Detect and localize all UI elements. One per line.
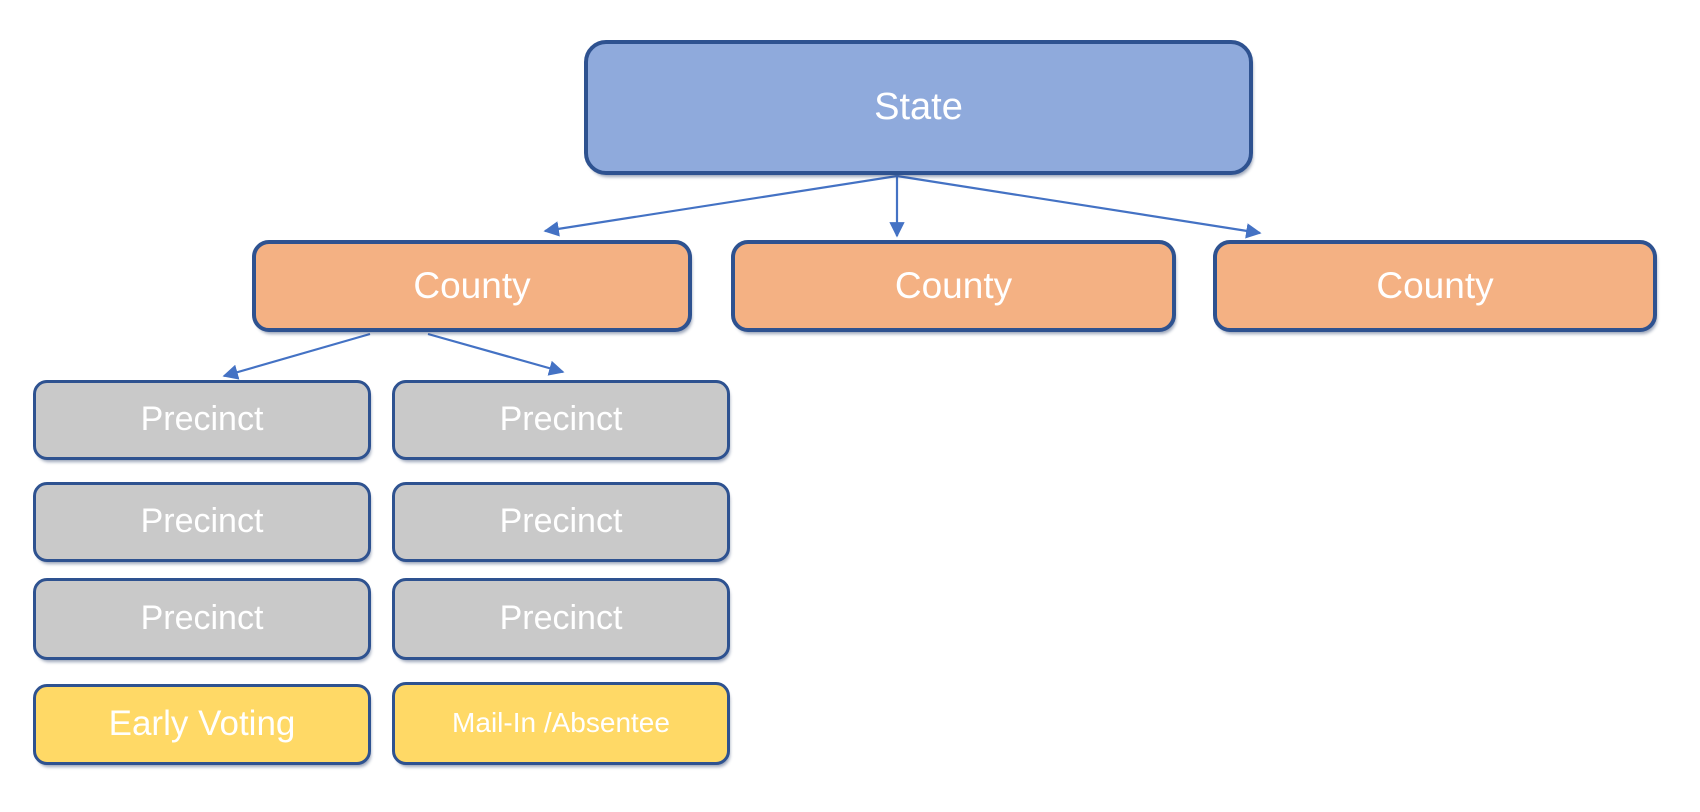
precinct-node-left-1: Precinct bbox=[33, 380, 371, 460]
precinct-node-right-2: Precinct bbox=[392, 482, 730, 562]
precinct-node-left-3: Precinct bbox=[33, 578, 371, 660]
early-voting-node: Early Voting bbox=[33, 684, 371, 765]
arrow-state-to-county-1 bbox=[543, 174, 898, 237]
county-node-1: County bbox=[252, 240, 692, 332]
mail-in-absentee-node: Mail-In /Absentee bbox=[392, 682, 730, 765]
arrow-county-to-precinct-left bbox=[222, 332, 371, 380]
precinct-node-left-2: Precinct bbox=[33, 482, 371, 562]
arrow-state-to-county-3 bbox=[896, 174, 1262, 239]
arrow-county-to-precinct-right bbox=[427, 332, 565, 376]
state-node: State bbox=[584, 40, 1253, 175]
county-node-3: County bbox=[1213, 240, 1657, 332]
county-node-2: County bbox=[731, 240, 1176, 332]
precinct-node-right-1: Precinct bbox=[392, 380, 730, 460]
precinct-node-right-3: Precinct bbox=[392, 578, 730, 660]
